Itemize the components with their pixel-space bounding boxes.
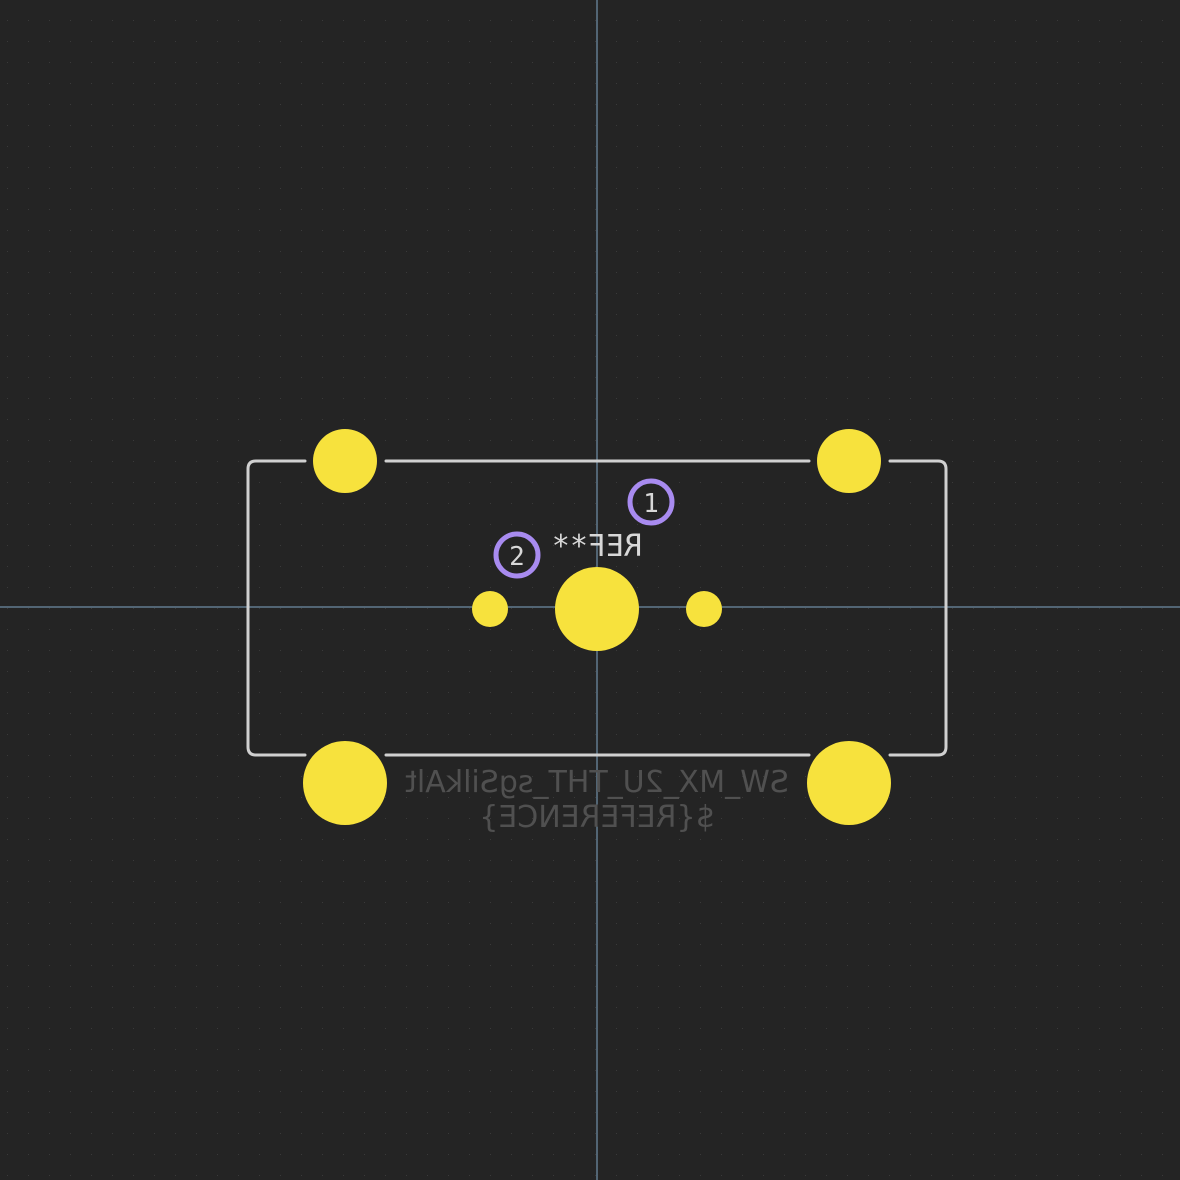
pad-2-number: 2	[509, 542, 525, 572]
mounting-hole-top-right[interactable]	[817, 429, 881, 493]
pad-1-marker[interactable]: 1	[627, 478, 675, 526]
small-hole-right[interactable]	[686, 591, 722, 627]
reference-field-text[interactable]: ${REFERENCE}	[479, 800, 714, 835]
outline-left	[246, 459, 307, 757]
value-text[interactable]: SW_MX_2U_THT_sgSilkAlt	[405, 765, 789, 800]
center-post-hole[interactable]	[555, 567, 639, 651]
small-hole-left[interactable]	[472, 591, 508, 627]
silkscreen-outline	[246, 459, 948, 757]
mounting-hole-top-left[interactable]	[313, 429, 377, 493]
back-silk-text-group: SW_MX_2U_THT_sgSilkAlt ${REFERENCE}	[405, 765, 789, 835]
pad-2-marker[interactable]: 2	[493, 531, 541, 579]
pad-1-number: 1	[643, 489, 659, 519]
reference-label[interactable]: REF**	[552, 529, 642, 564]
background-grid	[7, 20, 1163, 1176]
mounting-hole-bottom-right[interactable]	[807, 741, 891, 825]
mounting-hole-bottom-left[interactable]	[303, 741, 387, 825]
reference-text-group: REF**	[552, 529, 642, 564]
outline-right	[888, 459, 948, 757]
pads	[303, 429, 891, 825]
